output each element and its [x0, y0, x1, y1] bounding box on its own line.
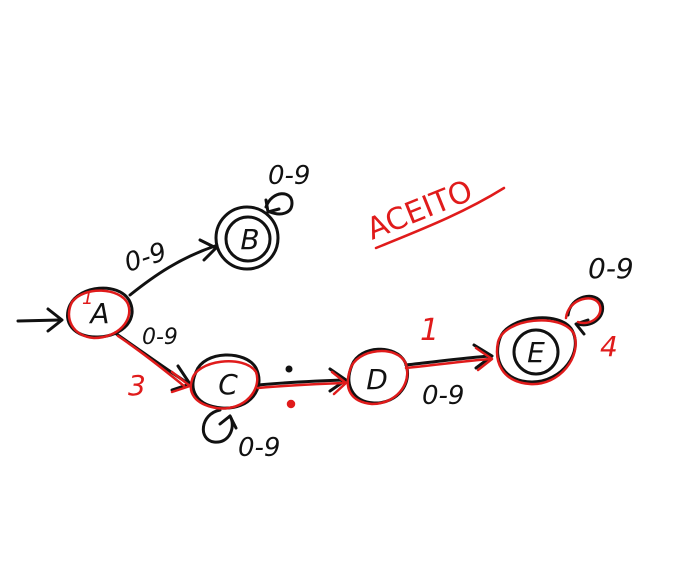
state-e-inner: [512, 328, 560, 376]
label-a-to-c: 0-9: [142, 325, 178, 350]
label-b-loop: 0-9: [268, 161, 310, 191]
label-e-loop: 0-9: [588, 252, 634, 285]
state-b-inner: [224, 215, 272, 263]
edge-c-loop-arrow: [218, 414, 238, 430]
state-d-label: D: [366, 363, 388, 396]
state-c-circle: [191, 353, 261, 410]
highlight-state-a: [67, 289, 131, 340]
edge-c-loop: [202, 408, 234, 444]
mark-c: 3: [128, 369, 146, 402]
initial-arrow: [16, 318, 62, 323]
accepted-underline: [374, 186, 506, 250]
state-a-label: A: [88, 297, 109, 330]
highlight-edge-d-to-e: [404, 357, 492, 370]
initial-arrow-head: [46, 307, 64, 333]
edge-a-to-b: [128, 244, 217, 297]
accepted-label: ACEITO: [362, 174, 478, 248]
highlight-state-e: [495, 319, 577, 386]
highlight-dot: [286, 399, 296, 409]
highlight-state-d: [346, 349, 409, 406]
label-d-to-e-bottom: 0-9: [422, 381, 464, 411]
label-c-loop: 0-9: [238, 433, 280, 463]
mark-e: 4: [600, 330, 618, 363]
highlight-edge-e-loop: [564, 297, 602, 325]
edge-b-loop: [264, 192, 294, 216]
highlight-edge-c-to-d: [256, 381, 346, 390]
highlight-arrow-c-to-d: [330, 370, 348, 396]
edge-e-loop-arrow: [574, 318, 590, 336]
edge-c-to-d-arrow: [328, 367, 348, 393]
highlight-arrow-d-to-e: [474, 346, 494, 372]
edge-b-loop-arrow: [264, 198, 281, 214]
highlight-edge-a-to-c: [116, 334, 186, 388]
edge-c-to-d: [256, 378, 347, 387]
state-b-label: B: [240, 223, 259, 256]
state-c-label: C: [218, 368, 238, 401]
edge-d-to-e: [404, 354, 492, 367]
mark-d-to-e: 1: [420, 313, 439, 348]
edge-c-to-d-dot: [285, 365, 293, 373]
edge-d-to-e-arrow: [472, 343, 494, 370]
state-b-outer: [214, 205, 280, 271]
state-e-label: E: [527, 336, 545, 369]
highlight-state-c: [189, 360, 259, 410]
mark-a: 1: [82, 288, 93, 309]
edge-a-to-b-arrow: [198, 238, 218, 262]
